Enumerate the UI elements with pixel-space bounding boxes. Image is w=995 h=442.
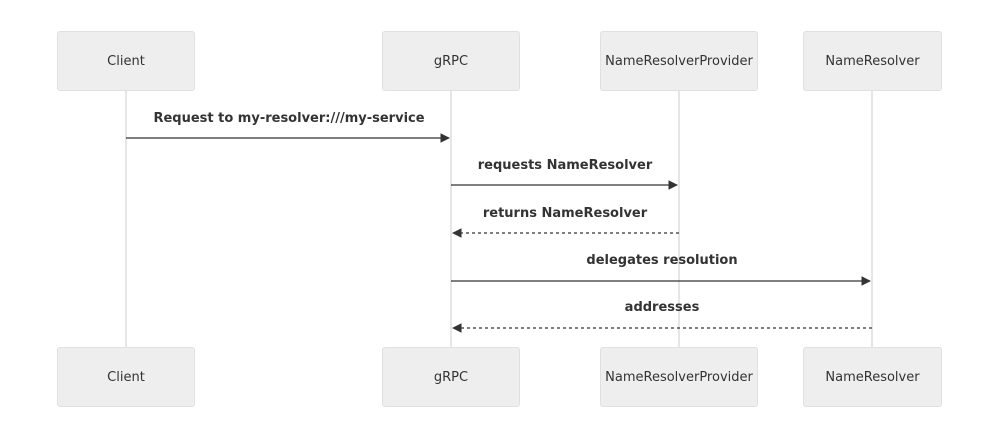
actor-label: NameResolverProvider — [605, 53, 753, 69]
actor-label: gRPC — [433, 369, 469, 385]
actor-label: Client — [107, 369, 145, 385]
message-label-returns-nameresolver: returns NameResolver — [482, 206, 648, 221]
actor-grpc-top: gRPC — [382, 31, 520, 91]
actor-label: NameResolver — [825, 369, 920, 385]
actor-client-top: Client — [57, 31, 195, 91]
actor-resolver-top: NameResolver — [803, 31, 942, 91]
actor-provider-bottom: NameResolverProvider — [600, 347, 758, 407]
actor-label: Client — [107, 53, 145, 69]
actor-label: NameResolverProvider — [605, 369, 753, 385]
actor-provider-top: NameResolverProvider — [600, 31, 758, 91]
actor-resolver-bottom: NameResolver — [803, 347, 942, 407]
message-label-delegates-resolution: delegates resolution — [586, 253, 738, 268]
message-label-addresses: addresses — [624, 300, 700, 315]
message-label-requests-nameresolver: requests NameResolver — [477, 158, 653, 173]
message-label-request: Request to my-resolver:///my-service — [153, 111, 425, 126]
actor-label: gRPC — [433, 53, 469, 69]
actor-client-bottom: Client — [57, 347, 195, 407]
actor-grpc-bottom: gRPC — [382, 347, 520, 407]
actor-label: NameResolver — [825, 53, 920, 69]
